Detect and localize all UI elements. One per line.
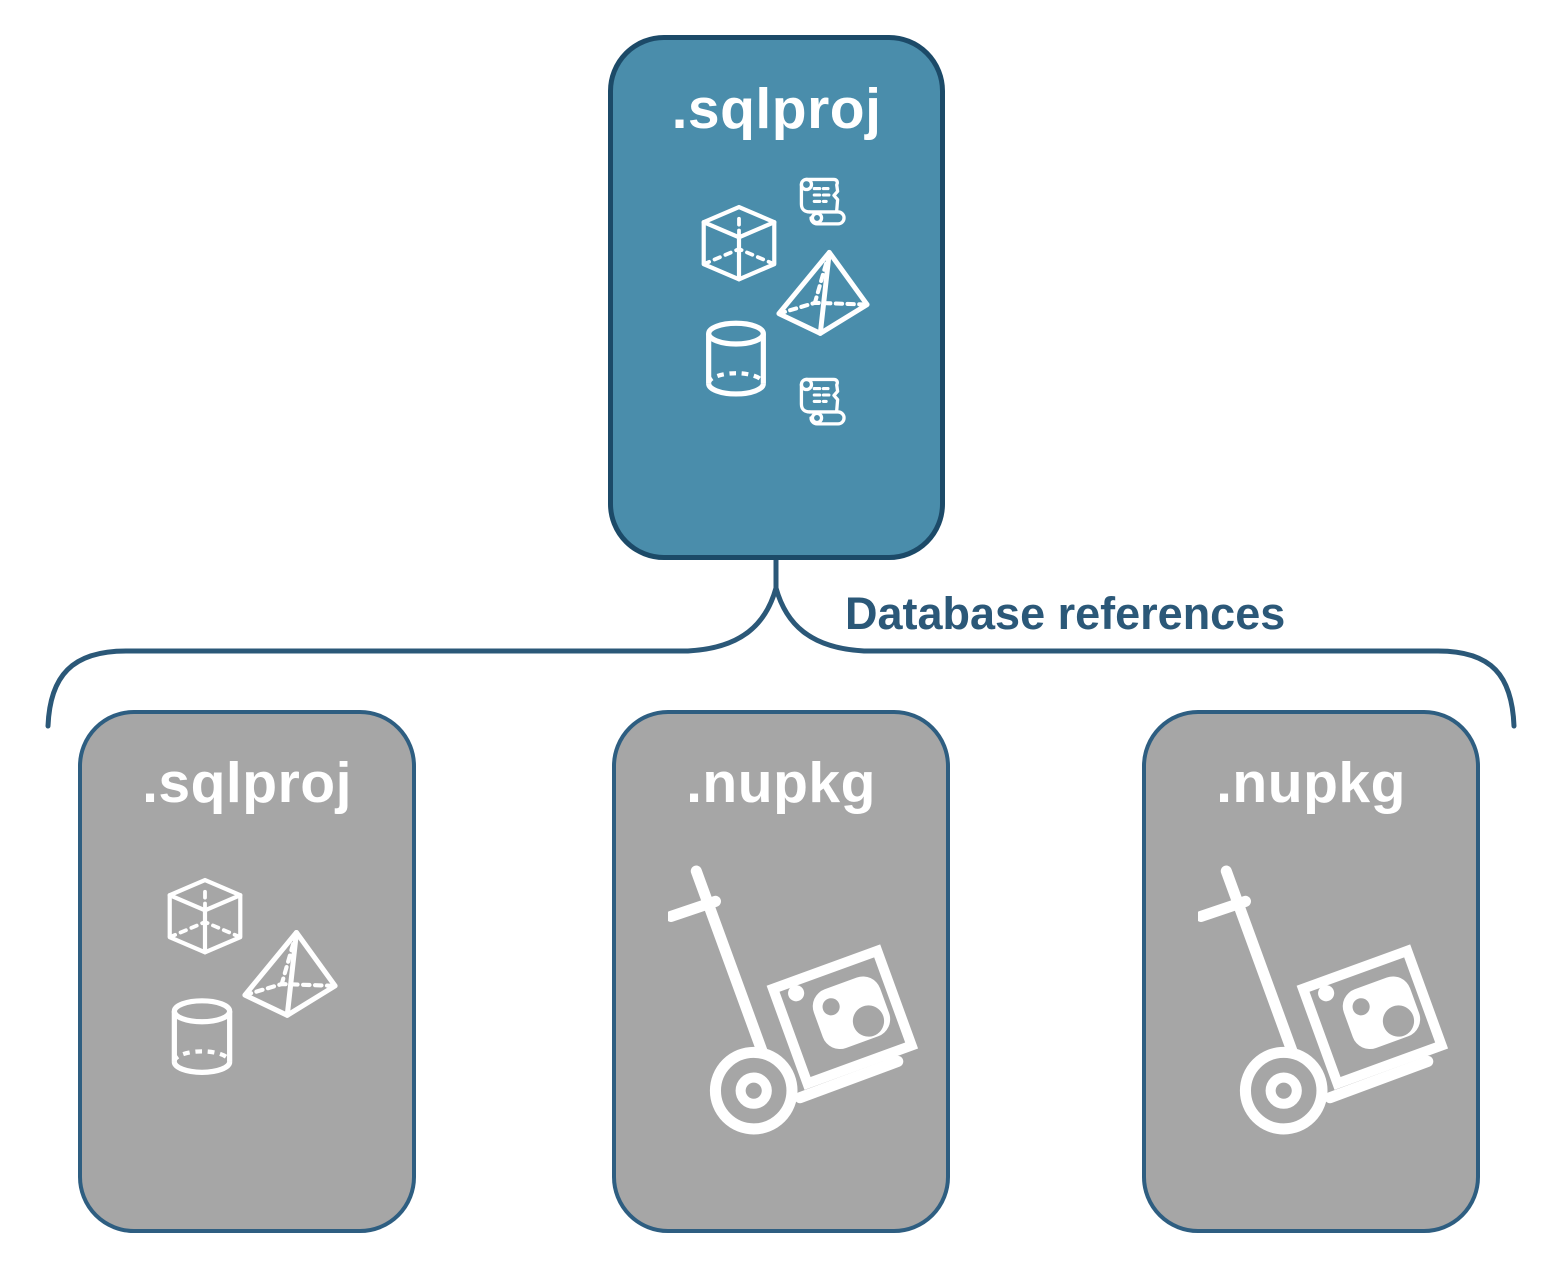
pyramid-icon	[238, 927, 342, 1019]
cube-icon	[697, 202, 781, 286]
child-box-nupkg: .nupkg	[1142, 710, 1480, 1233]
root-box-sqlproj: .sqlproj	[608, 35, 945, 560]
script-scroll-icon	[795, 373, 850, 428]
child-box-title: .nupkg	[1216, 751, 1406, 815]
script-scroll-icon	[795, 173, 850, 228]
child-box-nupkg: .nupkg	[612, 710, 950, 1233]
database-cylinder-icon	[168, 997, 236, 1079]
pyramid-icon	[773, 247, 873, 337]
child-box-title: .nupkg	[686, 751, 876, 815]
root-box-title: .sqlproj	[671, 77, 882, 141]
child-box-sqlproj: .sqlproj	[78, 710, 416, 1233]
connector-label: Database references	[845, 588, 1286, 639]
database-cylinder-icon	[703, 318, 769, 402]
child-box-title: .sqlproj	[142, 751, 352, 815]
nuget-handtruck-icon	[668, 856, 920, 1138]
cube-icon	[163, 875, 247, 959]
nuget-handtruck-icon	[1198, 856, 1450, 1138]
